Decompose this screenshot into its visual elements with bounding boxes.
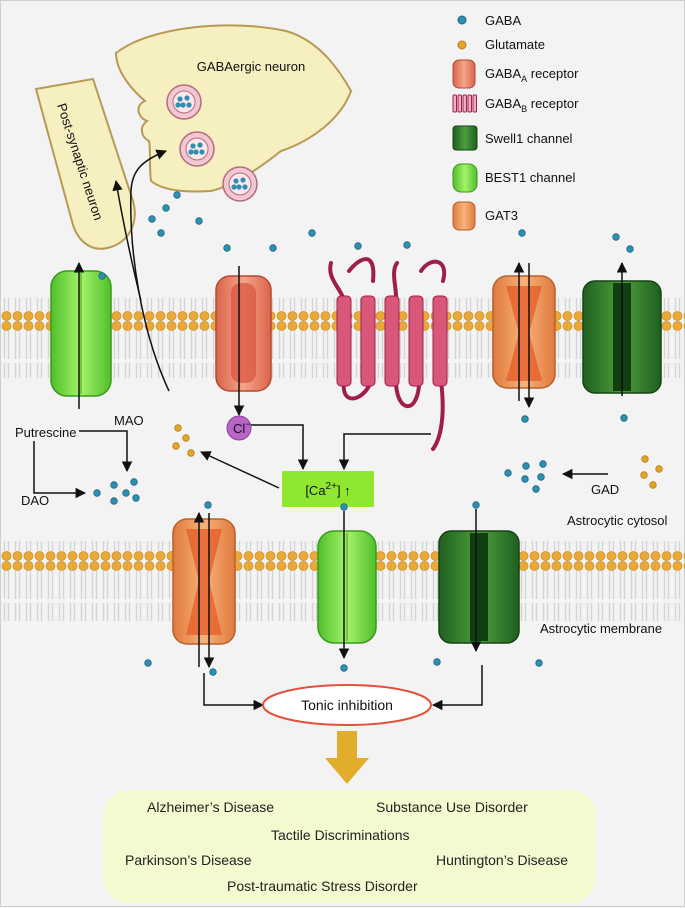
disease-alzheimers: Alzheimer’s Disease — [147, 799, 275, 815]
gat3-lower — [172, 518, 236, 645]
legend-gabaa-icon — [452, 59, 476, 89]
chloride-label: Cl− — [233, 419, 251, 436]
legend-gat3-icon — [452, 201, 476, 231]
astrocytic-membrane-label: Astrocytic membrane — [540, 621, 662, 636]
gabaergic-neuron-label: GABAergic neuron — [197, 59, 305, 74]
legend-best1: BEST1 channel — [485, 170, 575, 185]
tonic-inhibition-label: Tonic inhibition — [301, 697, 393, 713]
legend-glutamate-icon — [457, 40, 467, 50]
gat3-upper — [492, 275, 556, 389]
legend-gat3: GAT3 — [485, 208, 518, 223]
gabaergic-neuron — [114, 24, 353, 193]
legend-gabaa: GABAA receptor — [485, 66, 579, 84]
disease-ptsd: Post-traumatic Stress Disorder — [227, 878, 418, 894]
disease-huntingtons: Huntington’s Disease — [436, 852, 569, 868]
legend-glutamate: Glutamate — [485, 37, 545, 52]
tonic-inhibition — [262, 684, 432, 726]
chloride-ion — [226, 415, 252, 441]
legend-gabab-icon — [452, 94, 477, 113]
legend-gabab: GABAB receptor — [485, 96, 579, 114]
legend-gaba: GABA — [485, 13, 521, 28]
disease-box — [103, 790, 596, 903]
swell1-lower — [438, 530, 520, 644]
calcium-box — [282, 471, 374, 507]
mao-label: MAO — [114, 413, 144, 428]
gabab-helices — [336, 295, 448, 387]
legend: GABA Glutamate GABAA receptor GABAB rece… — [452, 13, 579, 231]
astrocytic-cytosol-label: Astrocytic cytosol — [567, 513, 668, 528]
best1-channel-lower — [317, 530, 377, 644]
disease-tactile: Tactile Discriminations — [271, 827, 410, 843]
legend-swell1: Swell1 channel — [485, 131, 573, 146]
gabaa-receptor — [215, 275, 272, 392]
dao-label: DAO — [21, 493, 49, 508]
gaba-molecules — [93, 191, 634, 676]
legend-best1-icon — [452, 163, 478, 193]
calcium-label: [Ca2+] ↑ — [305, 481, 350, 498]
disease-parkinsons: Parkinson’s Disease — [125, 852, 252, 868]
synaptic-vesicles — [166, 84, 258, 202]
gad-label: GAD — [591, 482, 619, 497]
best1-channel-upper — [50, 270, 112, 397]
arrows — [33, 149, 628, 711]
legend-swell1-icon — [452, 125, 478, 151]
glutamate-molecules — [172, 424, 663, 489]
disease-substance-use: Substance Use Disorder — [376, 799, 528, 815]
down-arrow — [325, 731, 369, 784]
post-synaptic-neuron — [34, 77, 136, 250]
putrescine-label: Putrescine — [15, 425, 76, 440]
legend-gaba-icon — [457, 15, 467, 25]
